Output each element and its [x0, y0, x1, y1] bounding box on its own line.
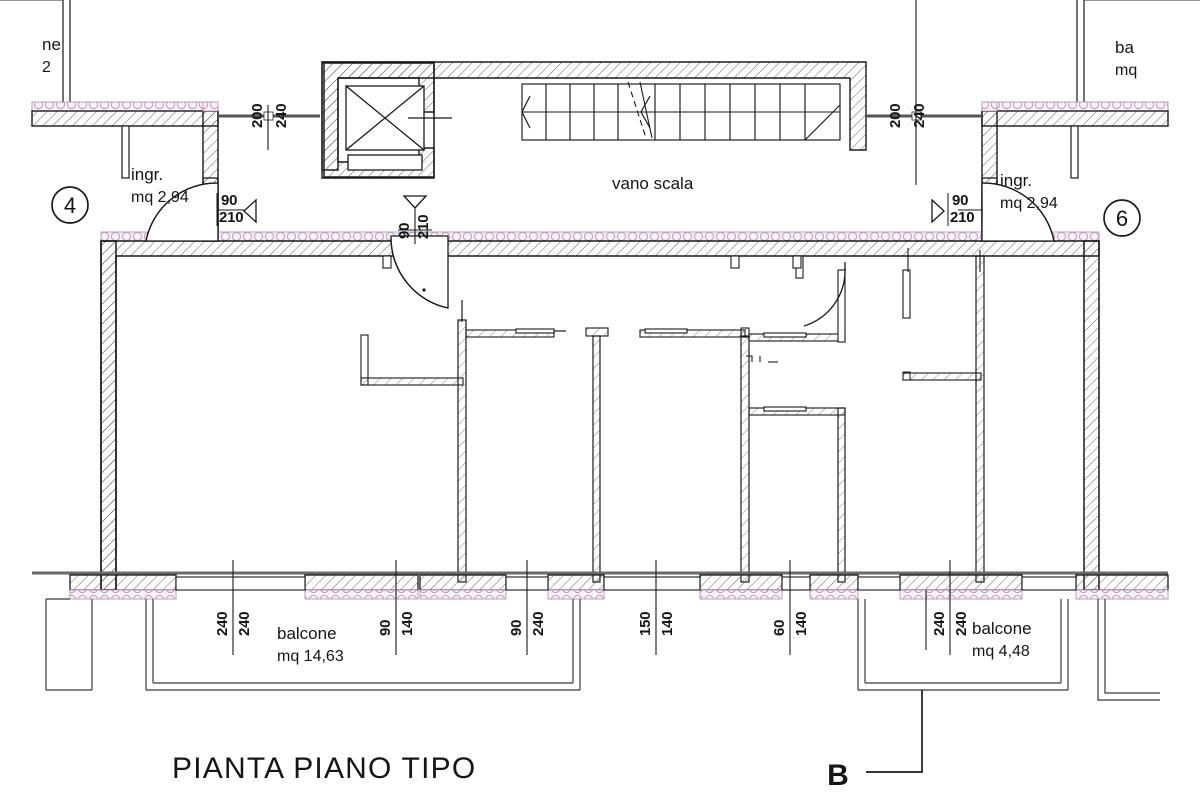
grid-bubble-6-label: 6 [1116, 206, 1128, 231]
door-swing-entry-left [145, 182, 219, 242]
dimension-bottom-1: 240 240 [214, 560, 253, 655]
interior-partitions [360, 248, 985, 583]
dimension-bottom-4: 150 140 [637, 560, 676, 655]
clipped-label-top-left-line2: 2 [42, 59, 51, 76]
door-swing-interior-right [803, 262, 846, 327]
room-label-balcone-right: balcone [972, 619, 1032, 638]
dim-b5-w: 60 [771, 620, 788, 636]
dim-door-left-h: 210 [219, 209, 243, 226]
clipped-label-top-right-line2: mq [1115, 62, 1137, 79]
room-area-balcone-left: mq 14,63 [277, 648, 344, 665]
dim-door-right-w: 90 [952, 192, 968, 209]
balcony-top-right-clipped [1076, 0, 1200, 110]
room-label-ingresso-left: ingr. [131, 165, 163, 184]
grid-bubble-6: 6 [1103, 199, 1141, 237]
door-swing-entry-right [981, 182, 1055, 242]
room-label-vano-scala: vano scala [612, 174, 694, 193]
dim-b3-h: 240 [530, 612, 547, 636]
dim-b2-h: 140 [399, 612, 416, 636]
balcony-top-left-clipped [0, 0, 71, 108]
room-label-balcone-left: balcone [277, 624, 337, 643]
dimension-bottom-5: 60 140 [771, 560, 810, 655]
drawing-title: PIANTA PIANO TIPO [172, 752, 476, 785]
dim-door-corridor-w: 90 [396, 223, 413, 239]
balcony-slab-band [32, 571, 1169, 600]
room-area-ingresso-left: mq 2,94 [131, 189, 189, 206]
dim-door-corridor-h: 210 [415, 215, 432, 239]
dim-b4-h: 140 [659, 612, 676, 636]
elevator-cabin [345, 85, 425, 171]
wall-top-right [981, 101, 1169, 242]
dim-b2-w: 90 [377, 620, 394, 636]
dim-win-top-left-w: 200 [249, 104, 266, 128]
dim-b4-w: 150 [637, 612, 654, 636]
staircase-flight [521, 81, 841, 141]
grid-bubble-4-label: 4 [64, 193, 76, 218]
door-tag-entry-left: 90 210 [216, 192, 257, 226]
dimension-bottom-3: 90 240 [508, 560, 547, 655]
dim-b5-h: 140 [793, 612, 810, 636]
dim-b3-w: 90 [508, 620, 525, 636]
dimension-bottom-6: 240 240 [931, 560, 970, 655]
dimension-top-right: 200 240 [866, 0, 982, 185]
dim-door-left-w: 90 [221, 192, 237, 209]
room-area-ingresso-right: mq 2,94 [1000, 195, 1058, 212]
door-tag-corridor: 90 210 [396, 195, 432, 244]
door-swing-corridor [390, 235, 449, 309]
clipped-label-top-left-line1: ne [42, 35, 61, 54]
balcony-parapets [45, 598, 1160, 701]
stair-core-structure [321, 61, 867, 179]
dim-win-top-left-h: 240 [273, 104, 290, 128]
room-label-ingresso-right: ingr. [1000, 171, 1032, 190]
dim-win-top-right-w: 200 [887, 104, 904, 128]
dim-b1-w: 240 [214, 612, 231, 636]
dim-b1-h: 240 [236, 612, 253, 636]
grid-bubble-4: 4 [51, 186, 89, 224]
door-tag-entry-right: 90 210 [931, 192, 983, 226]
dim-door-right-h: 210 [950, 209, 974, 226]
dim-b6-h: 240 [953, 612, 970, 636]
section-marker-b: B [827, 690, 923, 792]
dimension-top-left: 200 240 [218, 104, 320, 150]
section-marker-b-label: B [827, 759, 849, 792]
dim-b6-w: 240 [931, 612, 948, 636]
dim-win-top-right-h: 240 [911, 104, 928, 128]
room-area-balcone-right: mq 4,48 [972, 643, 1030, 660]
clipped-label-top-right-line1: ba [1115, 38, 1134, 57]
dimension-bottom-2: 90 140 [377, 560, 416, 655]
